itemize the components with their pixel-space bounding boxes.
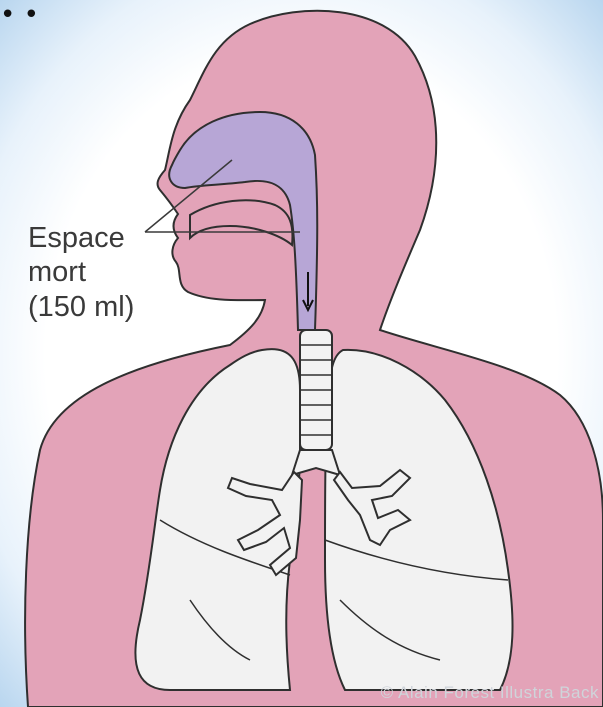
dead-space-volume: (150 ml) — [28, 291, 134, 323]
dead-space-label-line2: mort — [28, 256, 86, 288]
credit-watermark: © Alain Forest Illustra Back — [381, 683, 599, 703]
corner-marker: • • — [0, 2, 39, 28]
dead-space-label-line1: Espace — [28, 222, 125, 254]
